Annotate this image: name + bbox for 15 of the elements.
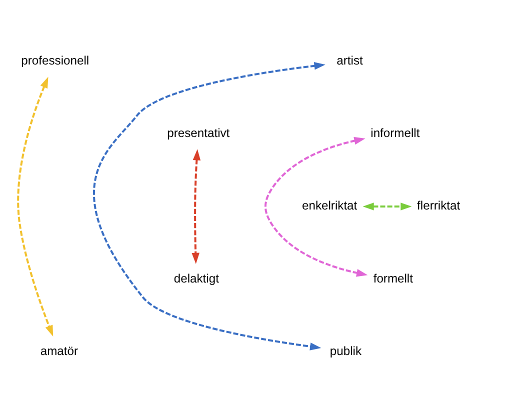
- node-text: artist: [336, 53, 363, 68]
- node-text: publik: [330, 344, 362, 358]
- node-text: informellt: [370, 126, 420, 140]
- node-text: presentativt: [167, 126, 230, 140]
- node-text: delaktigt: [174, 271, 219, 286]
- node-text: formellt: [373, 271, 413, 286]
- arrow: [264, 136, 368, 277]
- arrow: [192, 149, 201, 264]
- arrow: [362, 202, 412, 210]
- arrow: [93, 62, 326, 350]
- node-text: flerriktat: [417, 198, 460, 213]
- node-text: professionell: [21, 53, 90, 68]
- node-text: amatör: [40, 344, 78, 358]
- node-text: enkelriktat: [302, 198, 358, 213]
- arrow: [17, 76, 54, 336]
